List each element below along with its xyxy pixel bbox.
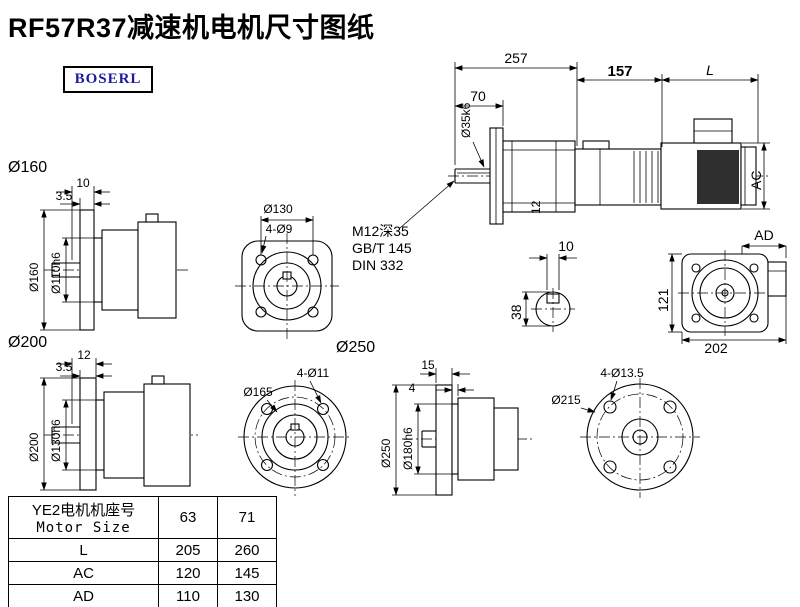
dim-257-label: 257 — [504, 50, 528, 66]
flange200-section-label: Ø200 — [8, 334, 47, 351]
thread-note-1: M12深35 — [352, 223, 409, 239]
dim-70-label: 70 — [470, 88, 486, 104]
table-cell: 260 — [217, 538, 277, 562]
dim-AD-label: AD — [754, 227, 773, 243]
table-size-63: 63 — [158, 496, 218, 539]
flange160-bolt-circle-label: Ø130 — [263, 202, 293, 216]
table-header-en: Motor Size — [36, 520, 131, 536]
dim-121-label: 121 — [655, 288, 671, 312]
flange160-front-view: Ø130 4-Ø9 — [235, 202, 339, 339]
dim-L-label: L — [706, 62, 714, 78]
motor-rear-view: AD 121 202 — [655, 227, 787, 356]
page-title: RF57R37减速机电机尺寸图纸 — [8, 13, 375, 43]
table-row: AD 110 130 — [8, 584, 277, 607]
flange250-spigot-dia-label: Ø180h6 — [401, 427, 415, 470]
flange250-outer-dia-label: Ø250 — [379, 438, 393, 468]
flange200-dim-12-label: 12 — [77, 348, 91, 362]
dim-38-label: 38 — [508, 304, 524, 320]
main-side-dimensions — [399, 62, 770, 229]
table-header-cell: YE2电机机座号 Motor Size — [8, 496, 159, 539]
flange160-outer-dia-label: Ø160 — [27, 262, 41, 292]
table-row: AC 120 145 — [8, 561, 277, 585]
table-cell: 110 — [158, 584, 218, 607]
dim-12-label: 12 — [529, 200, 543, 214]
flange250-holes-label: 4-Ø13.5 — [600, 366, 644, 380]
main-side-view: 257 157 L 70 Ø35k6 AC 12 M12深35 GB/T 145… — [352, 50, 770, 273]
flange250-side-view: 15 4 Ø250 Ø180h6 — [379, 358, 534, 496]
motor-size-table: YE2电机机座号 Motor Size 63 71 L 205 260 AC 1… — [8, 496, 277, 607]
table-row-label: L — [8, 538, 159, 562]
shaft-key-section: 10 38 — [508, 238, 577, 332]
flange250-dim-4-label: 4 — [409, 381, 416, 395]
flange200-bolt-circle-label: Ø165 — [243, 385, 273, 399]
flange200-outer-dia-label: Ø200 — [27, 432, 41, 462]
table-row-label: AC — [8, 561, 159, 585]
table-cell: 120 — [158, 561, 218, 585]
flange200-holes-label: 4-Ø11 — [297, 366, 330, 380]
thread-note-3: DIN 332 — [352, 257, 404, 273]
table-cell: 145 — [217, 561, 277, 585]
table-header-cn: YE2电机机座号 — [31, 502, 136, 519]
flange250-front-view: 4-Ø13.5 Ø215 — [551, 366, 700, 498]
flange160-dim-10-label: 10 — [76, 176, 90, 190]
flange160-side-view: Ø160 10 3.5 Ø160 Ø110h — [8, 159, 190, 331]
flange250-bolt-circle-label: Ø215 — [551, 393, 581, 407]
flange160-section-label: Ø160 — [8, 159, 47, 176]
thread-note-2: GB/T 145 — [352, 240, 412, 256]
flange160-dim-3-5-label: 3.5 — [56, 189, 73, 203]
dim-202-label: 202 — [704, 340, 728, 356]
flange250-dim-15-label: 15 — [421, 358, 435, 372]
flange250-section-label: Ø250 — [336, 339, 375, 356]
table-cell: 205 — [158, 538, 218, 562]
dim-157-label: 157 — [607, 63, 632, 80]
shaft-diameter-label: Ø35k6 — [459, 102, 473, 138]
main-side-outline — [448, 118, 770, 225]
dim-key-width-label: 10 — [558, 238, 574, 254]
dim-AC-label: AC — [748, 171, 764, 190]
flange160-spigot-dia-label: Ø110h6 — [49, 252, 63, 294]
flange160-holes-label: 4-Ø9 — [266, 222, 293, 236]
table-cell: 130 — [217, 584, 277, 607]
table-row: L 205 260 — [8, 538, 277, 562]
table-size-71: 71 — [217, 496, 277, 539]
flange200-side-view: Ø200 12 3.5 Ø200 Ø130h — [8, 334, 198, 491]
flange200-dim-3-5-label: 3.5 — [56, 360, 73, 374]
table-header-row: YE2电机机座号 Motor Size 63 71 — [8, 496, 277, 539]
flange200-front-view: 4-Ø11 Ø165 Ø250 — [238, 339, 375, 496]
table-row-label: AD — [8, 584, 159, 607]
brand-logo: BOSERL — [63, 66, 153, 93]
flange200-spigot-dia-label: Ø130h6 — [49, 419, 63, 462]
